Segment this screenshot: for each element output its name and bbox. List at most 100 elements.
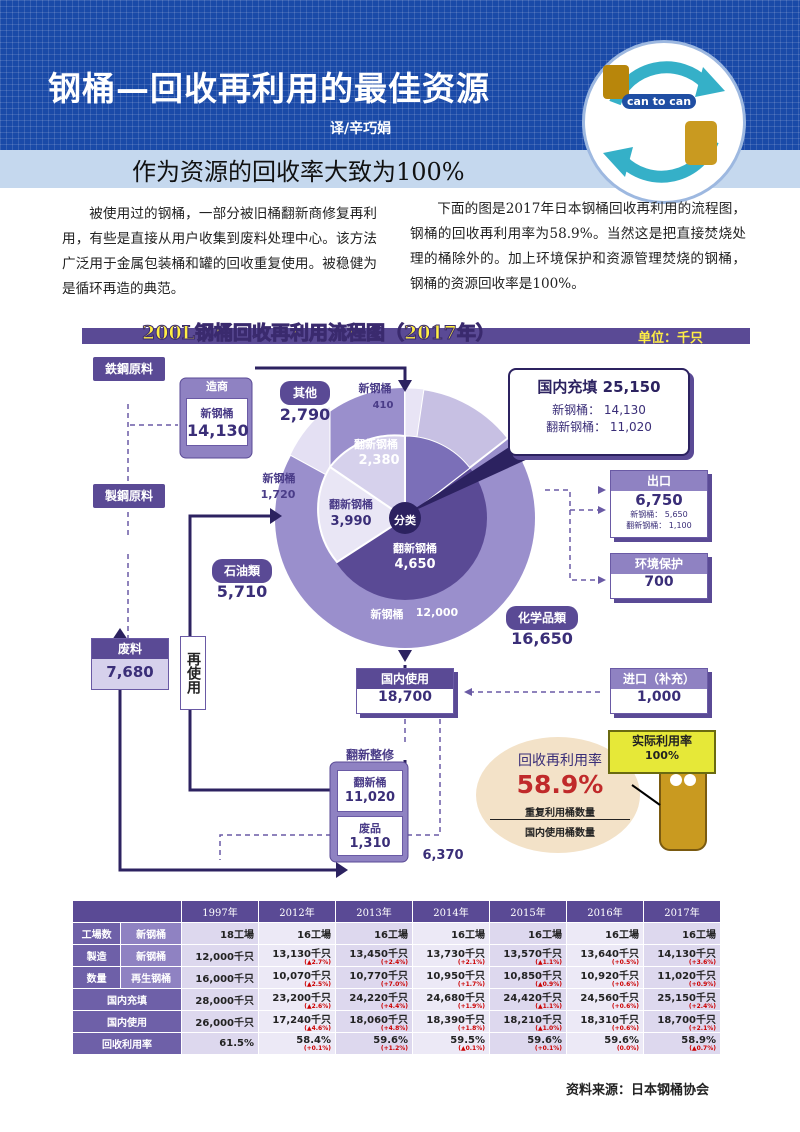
cell-value: 10,920千只 (580, 971, 639, 982)
cell-value: 18,390千只 (426, 1015, 485, 1026)
pie-renew-3990-label: 翻新钢桶 (329, 498, 373, 511)
waste-box: 废品 1,310 (337, 816, 403, 856)
rate-denominator: 国内使用桶数量 (525, 828, 595, 839)
pie-renew-4650-value: 4,650 (394, 557, 436, 572)
table-row: 国内充填 28,000千只 23,200千只(▲2.6%) 24,220千只(+4.4… (72, 988, 721, 1011)
table-cell: 16工場 (258, 922, 336, 945)
cell-delta: (▲2.5%) (304, 981, 331, 988)
table-cell: 13,570千只(▲1.1%) (489, 944, 567, 967)
table-cell: 23,200千只(▲2.6%) (258, 988, 336, 1011)
cell-value: 59.6% (527, 1035, 562, 1046)
cell-value: 16工場 (528, 930, 562, 941)
table-cell: 13,730千只(+2.1%) (412, 944, 490, 967)
table-cell: 24,560千只(+0.6%) (566, 988, 644, 1011)
cell-value: 13,640千只 (580, 949, 639, 960)
scrap-label: 废料 (92, 639, 168, 659)
pie-new-1720-value: 1,720 (260, 488, 296, 501)
cell-delta: (▲1.1%) (535, 1003, 562, 1010)
table-cell: 18,310千只(+0.6%) (566, 1010, 644, 1033)
cell-delta: (▲1.1%) (535, 959, 562, 966)
cell-value: 18,310千只 (580, 1015, 639, 1026)
row-header: 数量 (71, 966, 122, 989)
cell-delta: (+0.6%) (611, 981, 639, 988)
cell-delta: (0.0%) (616, 1045, 639, 1052)
year-header: 2017年 (643, 900, 721, 923)
table-cell: 59.6%(0.0%) (566, 1032, 644, 1055)
actual-rate-badge: 实际利用率 100% (608, 730, 716, 774)
table-cell: 14,130千只(+3.6%) (643, 944, 721, 967)
pie-new-1720-label: 新钢桶 (262, 472, 296, 485)
petroleum-value: 5,710 (216, 582, 268, 601)
refurb-title: 翻新整修 (345, 748, 394, 762)
table-cell: 25,150千只(+2.4%) (643, 988, 721, 1011)
table-cell: 24,420千只(▲1.1%) (489, 988, 567, 1011)
table-cell: 13,640千只(+0.5%) (566, 944, 644, 967)
cell-value: 12,000千只 (195, 952, 254, 963)
cell-value: 25,150千只 (657, 993, 716, 1004)
cell-delta: (▲2.7%) (304, 959, 331, 966)
cell-delta: (▲4.6%) (304, 1025, 331, 1032)
pie-center-label: 分类 (394, 514, 416, 527)
cell-delta: (+0.1%) (303, 1045, 331, 1052)
year-header: 2012年 (258, 900, 336, 923)
cell-value: 18工場 (220, 930, 254, 941)
cell-value: 18,700千只 (657, 1015, 716, 1026)
waste-flow-value: 6,370 (422, 848, 464, 863)
cell-value: 59.5% (450, 1035, 485, 1046)
cell-delta: (+0.6%) (611, 1025, 639, 1032)
table-cell: 11,020千只(+0.9%) (643, 966, 721, 989)
cell-value: 26,000千只 (195, 1018, 254, 1029)
iron-raw-tag: 鉄鋼原料 (93, 357, 165, 381)
actual-label: 实际利用率 (631, 734, 692, 748)
maker-box: 新钢桶 14,130 (186, 398, 249, 446)
domestic-use-label: 国内使用 (357, 669, 453, 689)
flow-unit: 单位：千只 (638, 331, 704, 346)
cell-delta: (+4.8%) (380, 1025, 408, 1032)
waste-label: 废品 (359, 822, 381, 835)
table-cell: 18,210千只(▲1.0%) (489, 1010, 567, 1033)
row-header: 工場数 (71, 922, 122, 945)
cell-value: 24,220千只 (349, 993, 408, 1004)
pie-new-410-value: 410 (372, 400, 394, 411)
domestic-fill-label: 国内充填 (537, 378, 598, 396)
table-cell: 10,850千只(▲0.9%) (489, 966, 567, 989)
waste-value: 1,310 (349, 836, 391, 851)
chemical-label: 化学品類 (506, 606, 578, 630)
cell-value: 24,420千只 (503, 993, 562, 1004)
domestic-fill-new-value: 14,130 (603, 403, 646, 417)
cell-value: 23,200千只 (272, 993, 331, 1004)
pie-new-12000-value: 12,000 (415, 606, 459, 619)
maker-label: 16个钢桶制造商 (187, 364, 247, 393)
cell-value: 28,000千只 (195, 996, 254, 1007)
cell-value: 24,680千只 (426, 993, 485, 1004)
cell-delta: (+2.4%) (688, 1003, 716, 1010)
row-header: 国内充填 (72, 988, 182, 1011)
table-cell: 16工場 (412, 922, 490, 945)
subtitle: 作为资源的回收率大致为100% (132, 158, 465, 186)
export-label: 出口 (611, 471, 707, 491)
cell-delta: (+4.4%) (380, 1003, 408, 1010)
table-cell: 16工場 (335, 922, 413, 945)
row-subheader: 新钢桶 (120, 922, 182, 945)
table-cell: 61.5% (181, 1032, 259, 1055)
pie-new-12000-label: 新钢桶 (370, 608, 404, 621)
import-label: 进口（补充） (611, 669, 707, 689)
table-cell: 18,390千只(+1.8%) (412, 1010, 490, 1033)
rate-value: 58.9% (516, 770, 604, 799)
cell-value: 61.5% (219, 1038, 254, 1049)
cell-delta: (+0.5%) (611, 959, 639, 966)
year-header: 2013年 (335, 900, 413, 923)
flow-diagram (112, 366, 707, 878)
import-value: 1,000 (636, 689, 682, 705)
table-cell: 16工場 (643, 922, 721, 945)
other-label: 其他 (280, 381, 330, 405)
logo-text: can to can (622, 94, 697, 109)
table-cell: 17,240千只(▲4.6%) (258, 1010, 336, 1033)
cell-delta: (+7.0%) (380, 981, 408, 988)
cell-delta: (+0.9%) (688, 981, 716, 988)
cell-value: 18,060千只 (349, 1015, 408, 1026)
cell-value: 10,770千只 (349, 971, 408, 982)
cell-delta: (+2.1%) (688, 1025, 716, 1032)
